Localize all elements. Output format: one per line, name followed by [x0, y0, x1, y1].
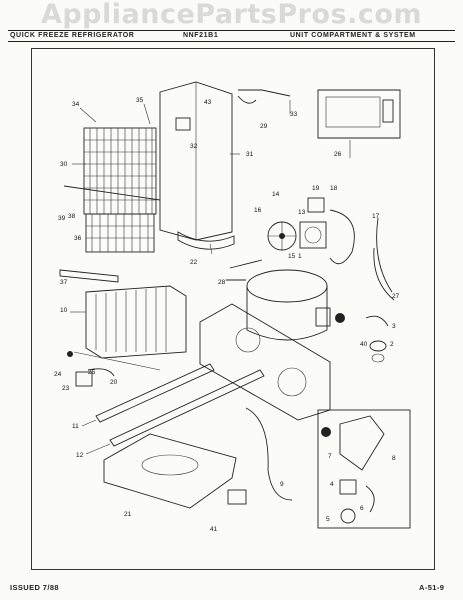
callout-5: 5: [326, 516, 330, 523]
issued-date: ISSUED 7/88: [10, 583, 60, 592]
clip: [237, 95, 257, 104]
callout-11: 11: [72, 423, 79, 430]
callout-24: 24: [54, 371, 62, 378]
watermark: AppliancePartsPros.com: [40, 0, 423, 30]
callout-7: 7: [328, 453, 332, 460]
header-model: NNF21B1: [183, 32, 219, 39]
diagram-frame: [31, 48, 435, 570]
power-cord: [245, 407, 293, 501]
header-section: UNIT COMPARTMENT & SYSTEM: [290, 32, 416, 39]
callout-34: 34: [72, 101, 80, 108]
callout-8: 8: [392, 455, 396, 462]
callout-6: 6: [360, 505, 364, 512]
callout-15: 15: [288, 253, 296, 260]
callout-25: 25: [88, 369, 96, 376]
relay: [227, 489, 247, 505]
callout-36: 36: [74, 235, 82, 242]
callout-29: 29: [260, 123, 268, 130]
back-panel: [159, 81, 235, 250]
callout-13: 13: [298, 209, 306, 216]
callout-30: 30: [60, 161, 68, 168]
callout-39: 39: [58, 215, 66, 222]
callout-21: 21: [124, 511, 132, 518]
mount-bracket: [229, 259, 263, 269]
callout-33: 33: [290, 111, 298, 118]
detail-inset: [317, 409, 411, 529]
callout-16: 16: [254, 207, 262, 214]
callout-28: 28: [218, 279, 226, 286]
header-product: QUICK FREEZE REFRIGERATOR: [10, 32, 135, 39]
condenser-coil: [59, 127, 161, 283]
callout-1: 1: [298, 253, 302, 260]
callout-38: 38: [68, 213, 76, 220]
callout-3: 3: [392, 323, 396, 330]
callout-41: 41: [210, 526, 218, 533]
callout-20: 20: [110, 379, 118, 386]
callout-9: 9: [280, 481, 284, 488]
callout-14: 14: [272, 191, 280, 198]
callout-35: 35: [136, 97, 144, 104]
callout-17: 17: [372, 213, 380, 220]
small-parts: [67, 351, 161, 387]
callout-12: 12: [76, 452, 84, 459]
control-panel: [317, 89, 401, 139]
compressor: [226, 269, 345, 341]
callout-32: 32: [190, 143, 198, 150]
header-rule-bottom: [8, 41, 455, 42]
header-rule-top: [8, 30, 455, 31]
callout-26: 26: [334, 151, 342, 158]
terminal-cover: [365, 315, 389, 363]
callout-27: 27: [392, 293, 400, 300]
callout-40: 40: [360, 341, 368, 348]
callout-2: 2: [390, 341, 394, 348]
callout-22: 22: [190, 259, 198, 266]
fan-assembly: [267, 197, 395, 301]
callout-4: 4: [330, 481, 334, 488]
base-frame: [95, 303, 331, 447]
callout-37: 37: [60, 279, 68, 286]
callout-18: 18: [330, 185, 338, 192]
callout-23: 23: [62, 385, 70, 392]
callout-31: 31: [246, 151, 254, 158]
page-number: A-51-9: [419, 583, 445, 592]
drain-tube: [238, 89, 291, 97]
callout-10: 10: [60, 307, 68, 314]
callout-43: 43: [204, 99, 212, 106]
drain-pan: [103, 433, 237, 509]
callout-19: 19: [312, 185, 320, 192]
drip-tray-coil: [85, 285, 187, 359]
